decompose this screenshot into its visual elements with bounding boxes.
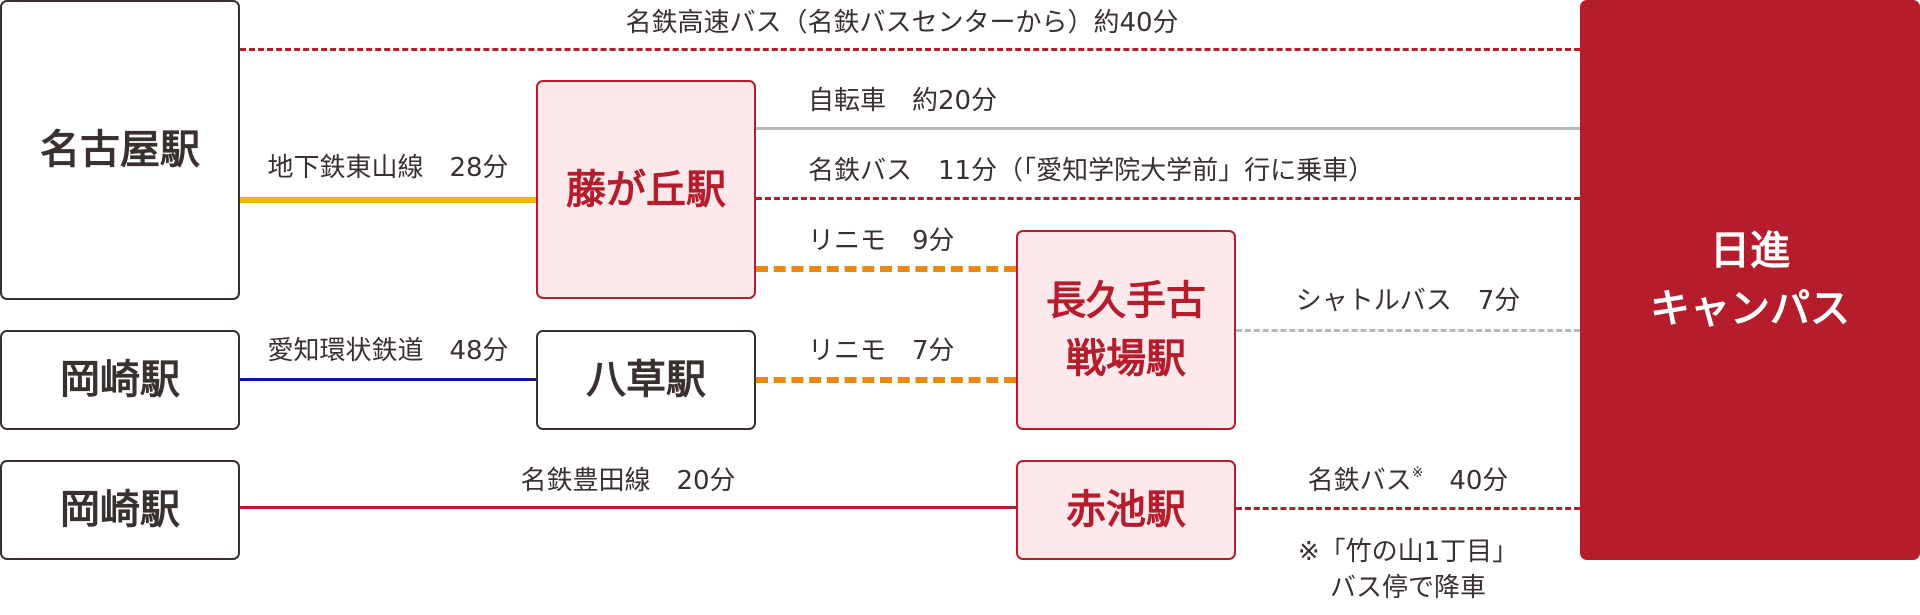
- akaike-bus-note-line2: バス停で降車: [1329, 573, 1487, 604]
- route-label-toyota-line: 名鉄豊田線 20分: [520, 466, 736, 496]
- station-okazaki-bottom: 岡崎駅: [0, 460, 240, 560]
- meitetsu-bus-fujigaoka-line: [756, 197, 1580, 200]
- nisshin-campus: 日進 キャンパス: [1580, 0, 1920, 560]
- akaike-bus-note-line1: ※「竹の山1丁目」: [1297, 537, 1519, 567]
- route-label-meitetsu-bus-akaike-text: 名鉄バス: [1307, 466, 1412, 496]
- meitetsu-bus-akaike-line: [1236, 507, 1580, 510]
- toyota-line: [240, 506, 1016, 509]
- bicycle-line: [756, 127, 1580, 130]
- route-label-aichi-kanjo: 愛知環状鉄道 48分: [267, 336, 509, 366]
- route-label-higashiyama: 地下鉄東山線 28分: [267, 153, 509, 183]
- station-yakusa-label: 八草駅: [586, 357, 706, 403]
- station-yakusa: 八草駅: [536, 330, 756, 430]
- route-label-shuttle-bus: シャトルバス 7分: [1295, 286, 1521, 316]
- higashiyama-line: [240, 197, 538, 203]
- station-nagoya: 名古屋駅: [0, 0, 240, 300]
- route-label-meitetsu-bus-akaike-time: 40分: [1423, 466, 1509, 496]
- asterisk-mark: ※: [1411, 465, 1424, 481]
- station-nagakute-kosenjo: 長久手古戦場駅: [1016, 230, 1236, 430]
- route-label-linimo-7: リニモ 7分: [808, 336, 955, 366]
- station-fujigaoka-label: 藤が丘駅: [566, 166, 726, 213]
- station-akaike-label: 赤池駅: [1066, 487, 1186, 533]
- station-nagoya-label: 名古屋駅: [40, 127, 200, 173]
- station-okazaki-top: 岡崎駅: [0, 330, 240, 430]
- station-akaike: 赤池駅: [1016, 460, 1236, 560]
- station-nagakute-kosenjo-label: 長久手古戦場駅: [1046, 278, 1206, 382]
- station-okazaki-bottom-label: 岡崎駅: [60, 487, 180, 533]
- route-label-bicycle: 自転車 約20分: [808, 86, 998, 116]
- shuttle-bus-line: [1236, 329, 1580, 332]
- station-fujigaoka: 藤が丘駅: [536, 80, 756, 299]
- route-label-highway-bus: 名鉄高速バス（名鉄バスセンターから）約40分: [625, 8, 1179, 38]
- highway-bus-line: [240, 48, 1580, 51]
- route-label-meitetsu-bus-akaike: 名鉄バス※ 40分: [1307, 465, 1509, 496]
- route-label-linimo-9: リニモ 9分: [808, 226, 955, 256]
- nisshin-campus-line1: 日進: [1710, 228, 1790, 274]
- aichi-kanjo-line: [240, 378, 538, 381]
- linimo-9-line: [756, 266, 1016, 272]
- akaike-bus-note: ※「竹の山1丁目」 バス停で降車: [1298, 534, 1518, 607]
- nisshin-campus-line2: キャンパス: [1650, 286, 1850, 332]
- route-label-meitetsu-bus-fujigaoka: 名鉄バス 11分（「愛知学院大学前」行に乗車）: [808, 156, 1375, 186]
- station-okazaki-top-label: 岡崎駅: [60, 357, 180, 403]
- linimo-7-line: [756, 377, 1016, 383]
